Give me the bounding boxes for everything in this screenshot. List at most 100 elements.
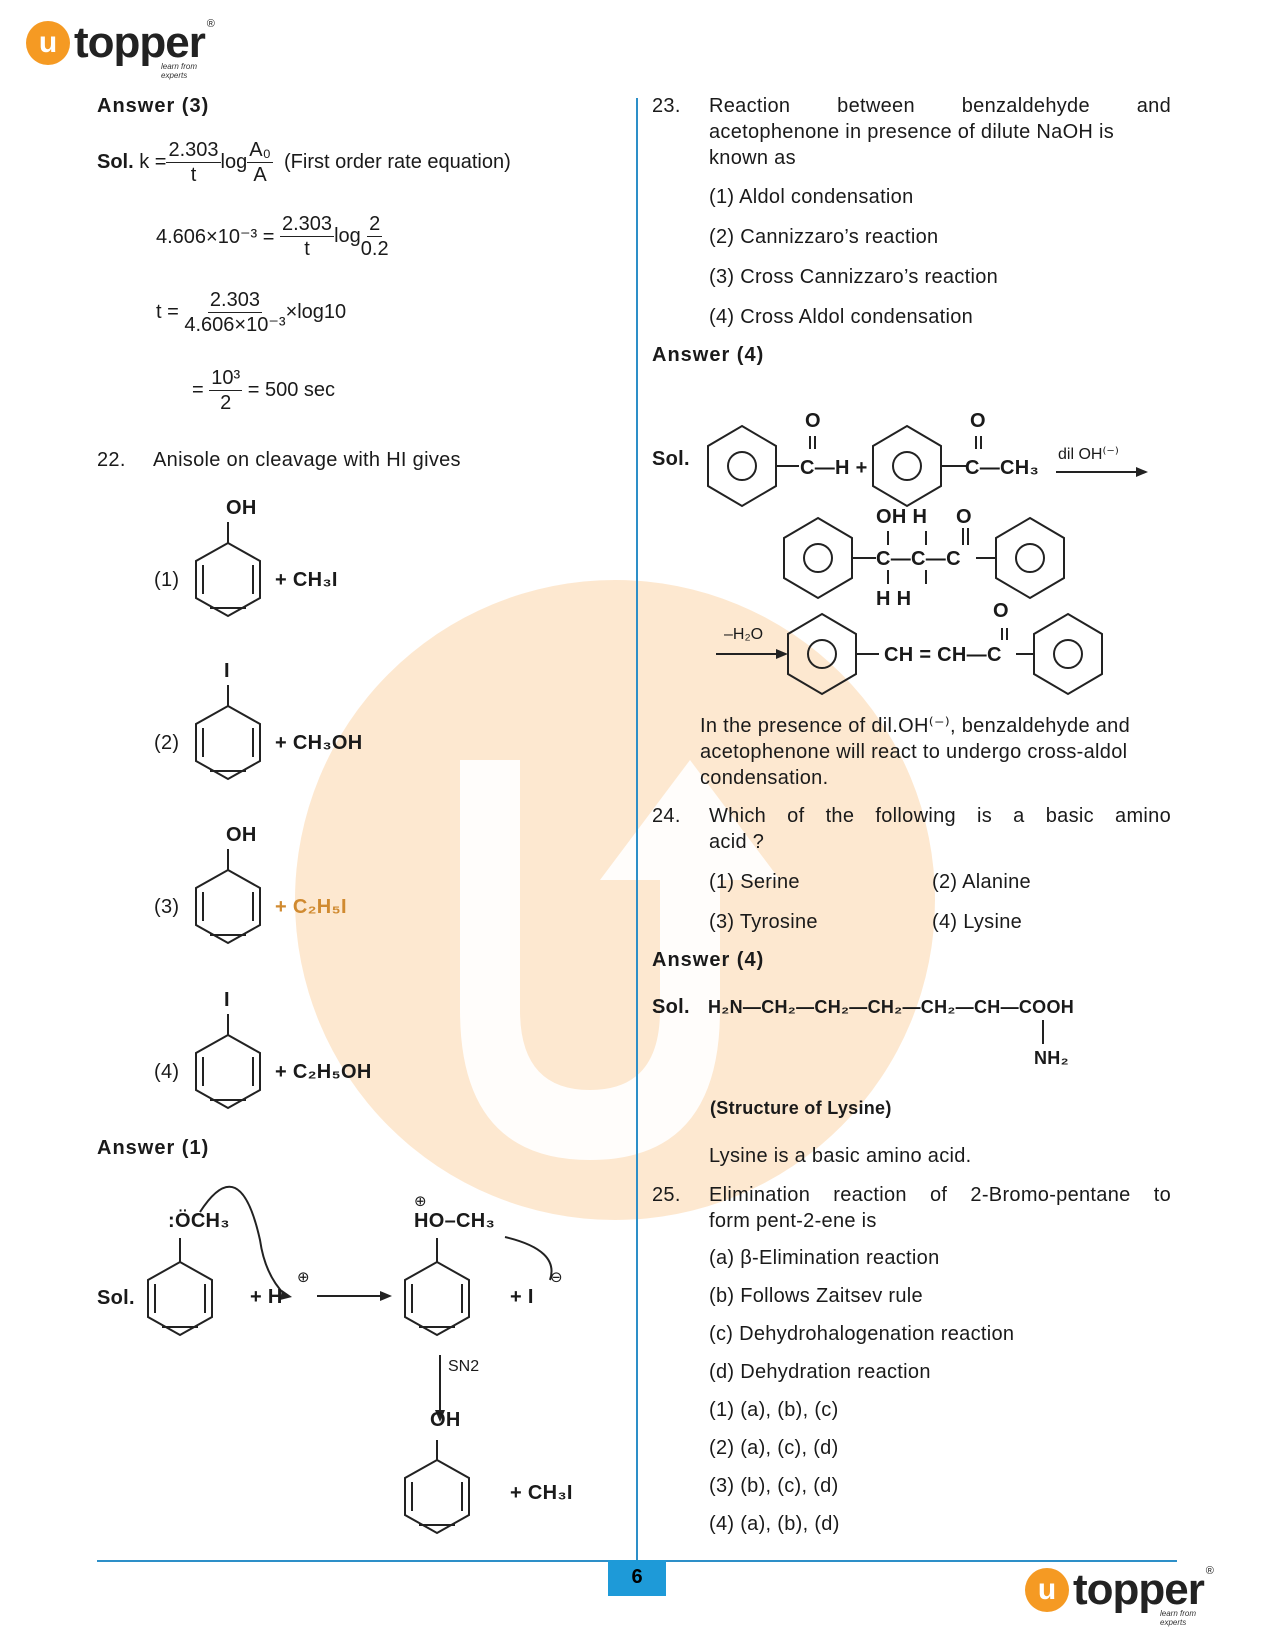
brand-reg: ® — [206, 18, 215, 30]
option23-1: (1) Aldol condensation — [709, 186, 914, 208]
explain23-line-2: acetophenone will react to undergo cross… — [700, 741, 1128, 763]
eq4-rest: = 500 sec — [247, 379, 336, 401]
statement25-d: (d) Dehydration reaction — [709, 1361, 931, 1383]
eq3-rest: ×log10 — [285, 301, 347, 323]
footer-logo-icon: u — [1025, 1568, 1069, 1612]
aldehyde-o: O — [805, 410, 821, 432]
option23-3: (3) Cross Cannizzaro’s reaction — [709, 266, 999, 288]
option25-3: (3) (b), (c), (d) — [709, 1475, 839, 1497]
benzene-ring-opt4-icon — [195, 1014, 261, 1110]
option22-4-product: + C₂H₅OH — [275, 1061, 372, 1083]
statement25-b: (b) Follows Zaitsev rule — [709, 1285, 923, 1307]
chalcone-chain: CH = CH—C — [884, 644, 1002, 666]
minus-water: –H₂O — [724, 626, 764, 643]
acetophenone-ring-icon — [872, 424, 942, 508]
chalcone-o: O — [993, 600, 1009, 622]
eq1-note: (First order rate equation) — [284, 151, 511, 173]
left-structures — [147, 522, 553, 1535]
eq3-t: t = — [156, 301, 179, 323]
plus-charge-2: ⊕ — [414, 1193, 427, 1210]
q25-line-2: form pent-2-ene is — [709, 1210, 877, 1232]
option25-1: (1) (a), (b), (c) — [709, 1399, 839, 1421]
intermediate-h-h: H H — [876, 588, 912, 610]
footer-brand-name: topper — [1073, 1565, 1205, 1614]
eq2-log: log — [334, 225, 361, 247]
option22-3-sub: OH — [226, 824, 257, 846]
sol23-label: Sol. — [652, 448, 690, 470]
iodide: + I — [510, 1286, 534, 1308]
footer-brand-reg: ® — [1205, 1565, 1214, 1577]
intermediate-ring-right-icon — [995, 516, 1065, 600]
sol22-label: Sol. — [97, 1287, 135, 1309]
protonated-label: HO–CH₃ — [414, 1210, 496, 1232]
q22-text: Anisole on cleavage with HI gives — [153, 449, 461, 471]
option23-2: (2) Cannizzaro’s reaction — [709, 226, 939, 248]
chalcone-ring-left-icon — [787, 612, 857, 696]
lysine-formula: H₂N—CH₂—CH₂—CH₂—CH₂—CH—COOH — [708, 997, 1075, 1017]
option22-2-label: (2) — [154, 732, 180, 754]
phenol-ring-icon — [404, 1440, 470, 1535]
option23-4: (4) Cross Aldol condensation — [709, 306, 974, 328]
footer-logo: u topper ® learn from experts — [1025, 1565, 1214, 1627]
brand-logo: u topper ® learn from experts — [26, 18, 215, 80]
q24-line-1: Which of the following is a basic amino — [709, 805, 1171, 827]
lysine-caption: (Structure of Lysine) — [710, 1098, 892, 1118]
curved-arrow-icon — [199, 1185, 286, 1296]
eq4-eq: = — [192, 379, 204, 401]
option22-1-sub: OH — [226, 497, 257, 519]
intermediate-oh-h: OH H — [876, 506, 928, 528]
page-number: 6 — [608, 1560, 666, 1596]
option22-2-product: + CH₃OH — [275, 732, 363, 754]
explain23-line-1: In the presence of dil.OH⁽⁻⁾, benzaldehy… — [700, 715, 1131, 737]
q24-number: 24. — [652, 805, 681, 827]
benzene-ring-opt1-icon — [195, 522, 261, 618]
eq1-k: k = — [139, 151, 167, 173]
sn2-label: SN2 — [448, 1358, 480, 1375]
answer-21: Answer (3) — [97, 95, 210, 117]
q25-number: 25. — [652, 1184, 681, 1206]
intermediate-o: O — [956, 506, 972, 528]
statement25-a: (a) β-Elimination reaction — [709, 1247, 940, 1269]
anisole-label: :ÖCH₃ — [168, 1210, 230, 1232]
brand-tagline: learn from experts — [161, 62, 198, 80]
column-divider — [636, 98, 638, 1568]
option22-3-label: (3) — [154, 896, 180, 918]
reagent-label: dil OH⁽⁻⁾ — [1058, 446, 1119, 463]
lysine-bond — [1042, 1020, 1044, 1044]
phenol-oh: OH — [430, 1409, 461, 1431]
aldehyde-ch: C—H + — [800, 457, 868, 479]
q22-number: 22. — [97, 449, 126, 471]
option24-3: (3) Tyrosine — [709, 911, 818, 933]
q25-line-1: Elimination reaction of 2-Bromo-pentane … — [709, 1184, 1171, 1206]
watermark-logo-icon — [460, 760, 780, 1160]
intermediate-chain: C—C—C — [876, 548, 961, 570]
sol24-label: Sol. — [652, 996, 690, 1018]
benzene-ring-opt2-icon — [195, 685, 261, 781]
lysine-note: Lysine is a basic amino acid. — [709, 1145, 972, 1167]
brand-name: topper — [74, 18, 206, 67]
option24-1: (1) Serine — [709, 871, 800, 893]
answer-23: Answer (4) — [652, 344, 765, 366]
option22-3-product: + C₂H₅I — [275, 896, 347, 918]
product-ch3i: + CH₃I — [510, 1482, 573, 1504]
explain23-line-3: condensation. — [700, 767, 829, 789]
minus-charge: ⊖ — [550, 1269, 563, 1286]
lysine-nh2: NH₂ — [1034, 1048, 1069, 1068]
footer-brand-tagline: learn from experts — [1160, 1609, 1197, 1627]
option22-1-label: (1) — [154, 569, 180, 591]
plus-h: + H — [250, 1286, 283, 1308]
eq1-log: log — [220, 151, 248, 173]
option24-4: (4) Lysine — [932, 911, 1023, 933]
option24-2: (2) Alanine — [932, 871, 1031, 893]
q23-line-3: known as — [709, 147, 796, 169]
option25-2: (2) (a), (c), (d) — [709, 1437, 839, 1459]
option25-4: (4) (a), (b), (d) — [709, 1513, 840, 1535]
